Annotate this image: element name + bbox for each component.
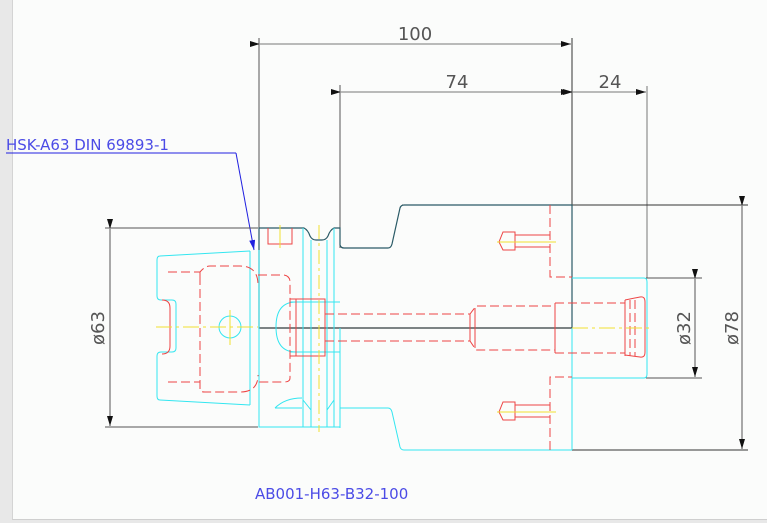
dim-text-d32: ø32 (674, 311, 695, 345)
dimension-bore-diameter: ø32 (646, 269, 702, 379)
interface-label: HSK-A63 DIN 69893-1 (6, 136, 169, 154)
dimension-body-length: 74 (331, 72, 571, 248)
dim-text-d78: ø78 (722, 311, 743, 345)
body-outline-upper (258, 204, 573, 329)
dimension-bore-depth: 24 (563, 72, 648, 278)
dim-text-100: 100 (398, 24, 432, 45)
dim-text-24: 24 (599, 72, 622, 93)
dim-text-d63: ø63 (88, 311, 109, 345)
center-lines (156, 225, 650, 432)
dim-text-74: 74 (446, 72, 469, 93)
part-number: AB001-H63-B32-100 (255, 485, 408, 503)
interface-leader: HSK-A63 DIN 69893-1 (6, 136, 256, 251)
drawing-sheet (12, 0, 767, 520)
dimension-shank-diameter: ø63 (88, 219, 258, 428)
dimension-overall-length: 100 (250, 24, 573, 330)
